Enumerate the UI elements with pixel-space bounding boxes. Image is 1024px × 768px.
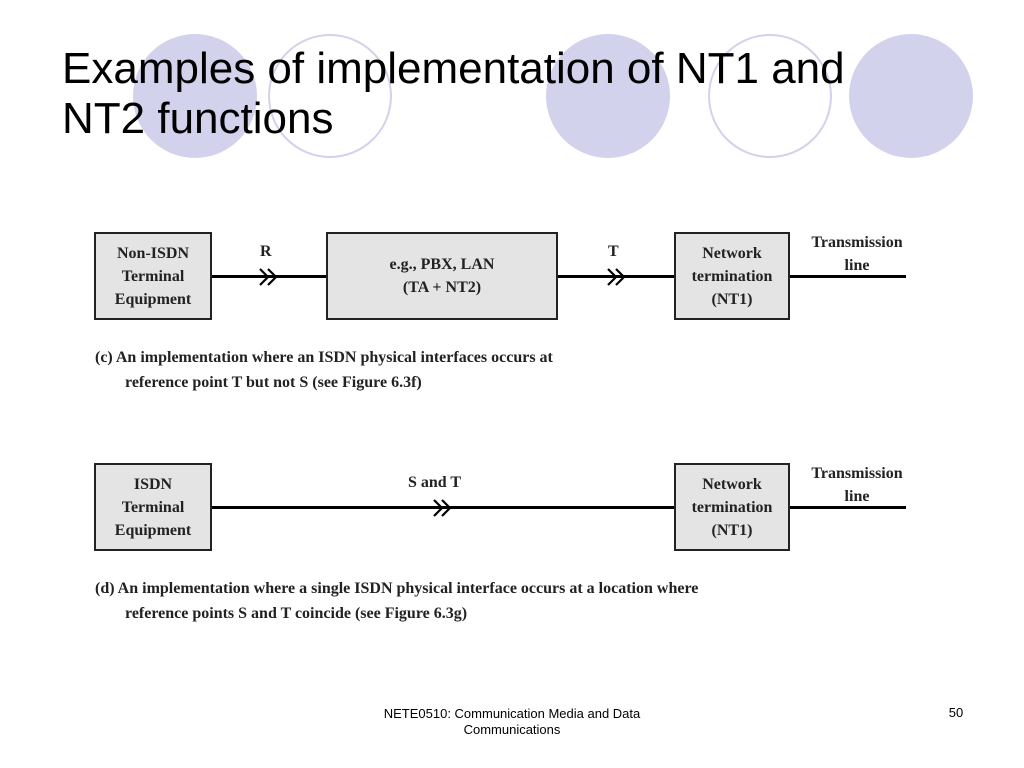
non-isdn-terminal-box: Non-ISDN Terminal Equipment <box>94 232 212 320</box>
reference-point-st-label: S and T <box>408 474 462 491</box>
reference-point-t-marker <box>607 268 626 286</box>
box-label-line: e.g., PBX, LAN <box>389 256 495 273</box>
decor-circle-1 <box>133 34 257 158</box>
network-termination-box: Network termination (NT1) <box>674 463 790 551</box>
box-label-line: (TA + NT2) <box>402 279 482 296</box>
transmission-label-line: Transmission <box>811 234 903 251</box>
reference-point-t-label: T <box>608 243 619 260</box>
slide-title-line-1: Examples of implementation of NT1 and <box>62 44 845 93</box>
pbx-lan-box: e.g., PBX, LAN (TA + NT2) <box>326 232 558 320</box>
isdn-terminal-box: ISDN Terminal Equipment <box>94 463 212 551</box>
reference-point-r-label: R <box>260 243 272 260</box>
decor-circle-4 <box>708 34 832 158</box>
footer-course-line: NETE0510: Communication Media and Data <box>383 706 641 721</box>
page-number: 50 <box>948 705 964 720</box>
box-label-line: (NT1) <box>711 521 753 539</box>
box-label-line: (NT1) <box>711 290 753 308</box>
decor-circle-2 <box>268 34 392 158</box>
slide-title: Examples of implementation of NT1 and NT… <box>62 44 962 144</box>
box-label-line: Terminal <box>121 498 185 516</box>
reference-point-st-marker <box>433 499 452 517</box>
box-label-line: termination <box>691 267 773 285</box>
slide-footer: NETE0510: Communication Media and Data C… <box>352 706 672 738</box>
caption-line: reference points S and T coincide (see F… <box>125 605 468 622</box>
box-label-line: Equipment <box>114 521 192 539</box>
caption-line: (d) An implementation where a single ISD… <box>95 580 699 597</box>
transmission-line-label: Transmission line <box>797 462 917 508</box>
box-label-line: Equipment <box>114 290 192 308</box>
decor-circle-3 <box>546 34 670 158</box>
box-label-line: Terminal <box>121 267 185 285</box>
caption-d: (d) An implementation where a single ISD… <box>95 576 698 626</box>
decor-circle-5 <box>849 34 973 158</box>
transmission-line <box>790 506 906 509</box>
reference-point-r-marker <box>259 268 278 286</box>
box-label-line: ISDN <box>133 475 173 493</box>
network-termination-box: Network termination (NT1) <box>674 232 790 320</box>
footer-course-line: Communications <box>463 722 561 737</box>
transmission-line-label: Transmission line <box>797 231 917 277</box>
box-label-line: Network <box>702 475 762 493</box>
connection-line-r <box>212 275 327 278</box>
caption-line: reference point T but not S (see Figure … <box>125 374 422 391</box>
box-label-line: termination <box>691 498 773 516</box>
slide-title-line-2: NT2 functions <box>62 94 334 143</box>
caption-line: (c) An implementation where an ISDN phys… <box>95 349 553 366</box>
transmission-label-line: line <box>844 488 870 505</box>
transmission-label-line: line <box>844 257 870 274</box>
transmission-line <box>790 275 906 278</box>
box-label-line: Non-ISDN <box>116 244 189 262</box>
transmission-label-line: Transmission <box>811 465 903 482</box>
caption-c: (c) An implementation where an ISDN phys… <box>95 345 553 395</box>
box-label-line: Network <box>702 244 762 262</box>
